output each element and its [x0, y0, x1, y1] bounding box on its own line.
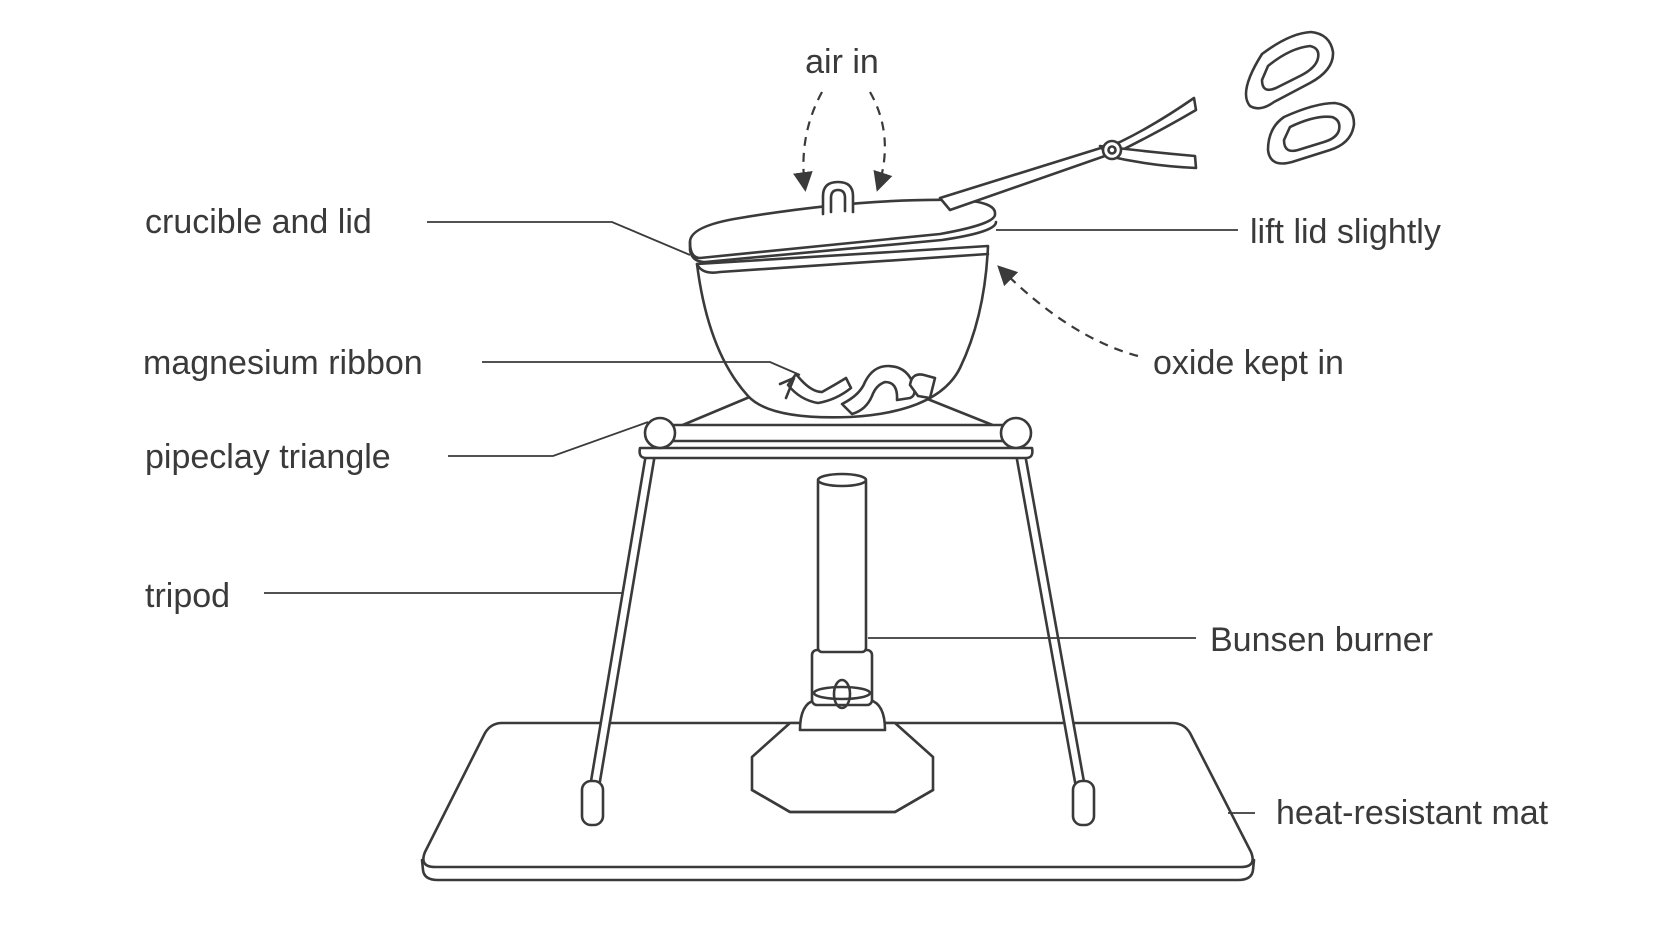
- label-magnesium-ribbon: magnesium ribbon: [143, 344, 423, 382]
- label-air-in: air in: [805, 43, 879, 81]
- label-lift-lid-slightly: lift lid slightly: [1250, 213, 1441, 251]
- label-oxide-kept-in: oxide kept in: [1153, 344, 1344, 382]
- leader-lines: [264, 221, 1255, 814]
- label-bunsen-burner: Bunsen burner: [1210, 621, 1433, 659]
- pipeclay-triangle: [643, 394, 1033, 450]
- label-pipeclay-triangle: pipeclay triangle: [145, 438, 391, 476]
- tripod: [580, 446, 1096, 827]
- label-crucible-and-lid: crucible and lid: [145, 203, 372, 241]
- bunsen-burner: [750, 472, 935, 814]
- crucible-tongs: [938, 30, 1356, 212]
- magnesium-ribbon: [778, 364, 937, 416]
- label-tripod: tripod: [145, 577, 230, 615]
- flow-arrows: [793, 91, 1139, 358]
- label-heat-resistant-mat: heat-resistant mat: [1276, 794, 1549, 832]
